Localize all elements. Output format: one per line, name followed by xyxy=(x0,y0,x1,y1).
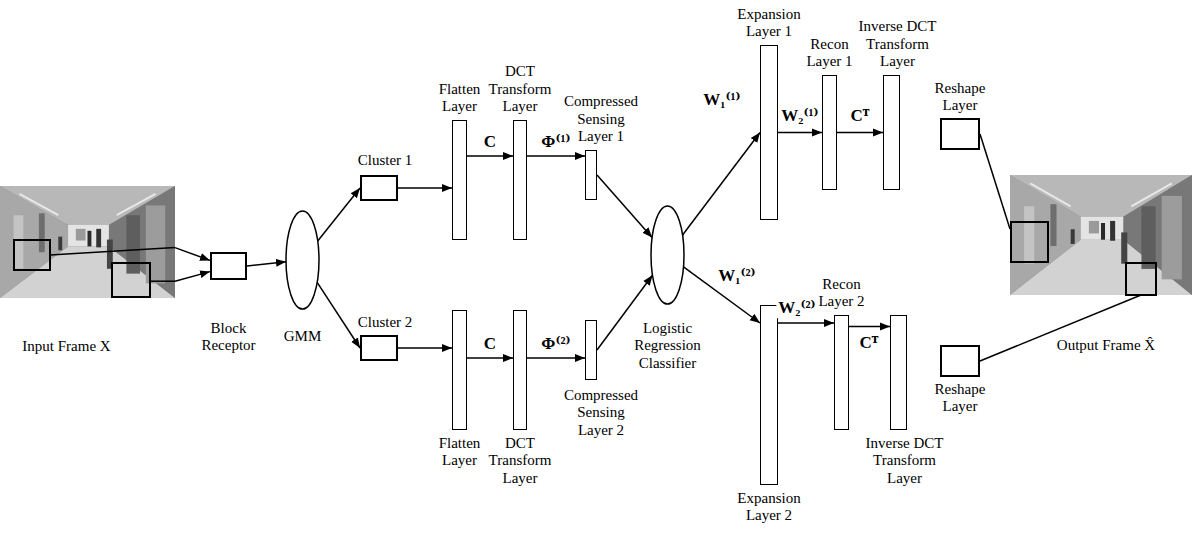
layer-label: Recon Layer 2 xyxy=(815,276,869,311)
block-marker xyxy=(1126,263,1156,295)
connector xyxy=(247,262,286,266)
layer-label: Input Frame X xyxy=(22,338,110,355)
layer-box: DCT Transform Layer xyxy=(513,120,527,240)
connector xyxy=(684,267,760,323)
block-receptor: Block Receptor xyxy=(210,252,247,280)
block-leader xyxy=(50,248,175,255)
layer-box: Compressed Sensing Layer 2 xyxy=(585,320,597,380)
reshape-box: Reshape Layer xyxy=(940,345,980,377)
input-frame-image xyxy=(0,186,175,298)
layer-label: Expansion Layer 2 xyxy=(733,490,805,525)
layer-label: Logistic Regression Classifier xyxy=(630,320,706,372)
layer-label: GMM xyxy=(284,328,322,345)
matrix-label: C xyxy=(482,334,498,354)
layer-label: Cluster 2 xyxy=(358,314,413,331)
layer-box: Recon Layer 2 xyxy=(834,315,849,430)
ellipse-shape xyxy=(286,211,319,309)
layer-box: Flatten Layer xyxy=(452,310,467,430)
matrix-label: W₂⁽¹⁾ xyxy=(779,106,820,126)
matrix-label: C xyxy=(482,132,498,152)
connector xyxy=(837,132,883,134)
connector xyxy=(175,248,210,261)
ellipse-shape xyxy=(651,206,684,304)
layer-label: Block Receptor xyxy=(197,320,261,355)
gmm-ellipse: GMM xyxy=(285,210,320,310)
matrix-label: W₂⁽²⁾ xyxy=(776,298,817,318)
layer-box: Expansion Layer 2 xyxy=(760,305,778,485)
connector xyxy=(318,188,360,241)
connector xyxy=(467,357,513,359)
layer-label: Output Frame X̂ xyxy=(1057,337,1155,354)
matrix-label: Φ⁽¹⁾ xyxy=(539,132,572,152)
connector xyxy=(778,132,822,134)
video-frame: Output Frame X̂ xyxy=(1010,175,1192,295)
cluster-box: Cluster 1 xyxy=(360,175,398,201)
connector xyxy=(398,187,452,189)
layer-box: Compressed Sensing Layer 1 xyxy=(585,150,597,200)
connector xyxy=(597,175,652,238)
layer-box: Inverse DCT Transform Layer xyxy=(890,315,907,430)
layer-box: Recon Layer 1 xyxy=(822,75,837,190)
matrix-label: W₁⁽²⁾ xyxy=(716,266,757,286)
block-marker xyxy=(14,240,50,270)
layer-box: Flatten Layer xyxy=(452,120,467,240)
layer-label: Recon Layer 1 xyxy=(803,36,857,71)
layer-box: Expansion Layer 1 xyxy=(760,45,778,220)
cluster-box: Cluster 2 xyxy=(360,335,398,361)
block-leader xyxy=(150,280,175,282)
connector xyxy=(527,357,585,359)
connector xyxy=(317,282,360,348)
classifier-ellipse: Logistic Regression Classifier xyxy=(650,205,685,305)
layer-label: Flatten Layer xyxy=(432,435,488,470)
layer-label: Inverse DCT Transform Layer xyxy=(861,435,949,487)
block-marker xyxy=(112,263,150,297)
matrix-label: Φ⁽²⁾ xyxy=(539,334,572,354)
layer-label: DCT Transform Layer xyxy=(485,63,555,115)
layer-label: Reshape Layer xyxy=(929,381,991,416)
layer-label: Cluster 1 xyxy=(358,152,413,169)
layer-box: Inverse DCT Transform Layer xyxy=(883,75,900,190)
connector xyxy=(175,272,210,282)
layer-label: Reshape Layer xyxy=(929,80,991,115)
connector xyxy=(980,134,1010,229)
reshape-box: Reshape Layer xyxy=(940,118,980,150)
layer-label: Compressed Sensing Layer 1 xyxy=(561,93,641,145)
connector xyxy=(467,155,513,157)
layer-label: Flatten Layer xyxy=(432,81,488,116)
matrix-label: Cᵀ xyxy=(858,333,881,353)
matrix-label: Cᵀ xyxy=(849,106,872,126)
ellipse-outline xyxy=(285,210,320,310)
matrix-label: W₁⁽¹⁾ xyxy=(701,90,742,110)
layer-label: DCT Transform Layer xyxy=(485,435,555,487)
block-marker xyxy=(1011,222,1048,262)
video-frame: Input Frame X xyxy=(0,186,175,298)
connector xyxy=(683,133,760,236)
output-frame-image xyxy=(1010,175,1192,295)
layer-label: Compressed Sensing Layer 2 xyxy=(561,387,641,439)
ellipse-outline xyxy=(650,205,685,305)
connector xyxy=(527,155,585,157)
connector xyxy=(398,347,452,349)
layer-label: Expansion Layer 1 xyxy=(733,6,805,41)
layer-box: DCT Transform Layer xyxy=(513,310,527,430)
connector xyxy=(849,326,890,328)
connector xyxy=(778,322,834,324)
layer-label: Inverse DCT Transform Layer xyxy=(854,18,942,70)
